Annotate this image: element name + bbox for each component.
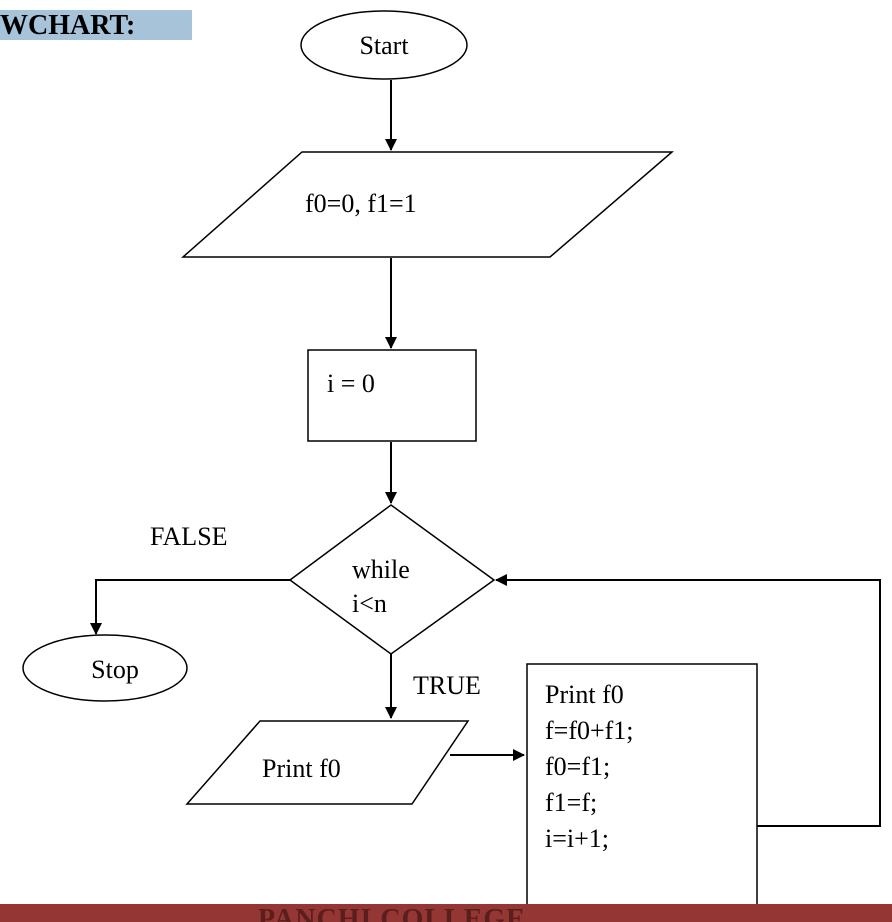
loop-body-line-3: f0=f1; bbox=[545, 752, 610, 781]
true-label: TRUE bbox=[413, 671, 481, 700]
loop-body-line-4: f1=f; bbox=[545, 788, 597, 817]
decision-line-2: i<n bbox=[352, 589, 387, 618]
section-heading: WCHART: bbox=[0, 10, 192, 40]
start-label: Start bbox=[359, 31, 409, 60]
arrow-false-to-stop bbox=[90, 579, 290, 635]
arrow-loop-back bbox=[495, 574, 881, 827]
counter-label: i = 0 bbox=[327, 369, 375, 398]
init-data-box bbox=[181, 151, 675, 258]
start-terminator bbox=[300, 10, 468, 80]
stop-label: Stop bbox=[91, 655, 139, 684]
footer-band: PANCHI COLLEGE bbox=[0, 904, 892, 922]
stop-terminator bbox=[22, 634, 188, 702]
decision-line-1: while bbox=[352, 555, 410, 584]
loop-body-line-5: i=i+1; bbox=[545, 824, 609, 853]
init-label: f0=0, f1=1 bbox=[305, 189, 417, 218]
print-label: Print f0 bbox=[262, 754, 341, 783]
loop-body-line-2: f=f0+f1; bbox=[545, 716, 634, 745]
print-output-box bbox=[185, 720, 470, 805]
false-label: FALSE bbox=[150, 522, 228, 551]
counter-process-box bbox=[307, 349, 477, 442]
loop-body-box bbox=[526, 663, 758, 919]
loop-body-line-1: Print f0 bbox=[545, 680, 624, 709]
footer-text: PANCHI COLLEGE bbox=[258, 904, 526, 922]
